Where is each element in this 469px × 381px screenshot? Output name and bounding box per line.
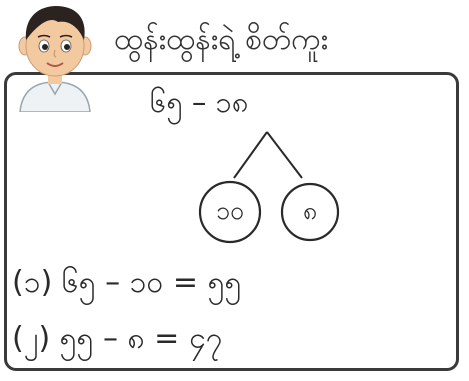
- branch-left-line: [233, 131, 268, 179]
- number-decomposition: ၁၀ ၈: [190, 128, 360, 248]
- right-node-value: ၈: [302, 196, 318, 225]
- left-node-circle: [198, 180, 262, 244]
- page-title: ထွန်းထွန်းရဲ့ စိတ်ကူး: [108, 20, 335, 60]
- step-two: (၂) ၅၅ – ၈ = ၄၇: [12, 321, 223, 356]
- left-node-value: ၁၀: [215, 196, 245, 225]
- right-node-circle: [280, 182, 340, 242]
- branch-right-line: [266, 131, 303, 179]
- subtraction-expression: ၆၅ – ၁၈: [150, 85, 249, 119]
- boy-portrait-icon: [8, 2, 102, 113]
- step-one: (၁) ၆၅ – ၁၀ = ၅၅: [12, 265, 242, 300]
